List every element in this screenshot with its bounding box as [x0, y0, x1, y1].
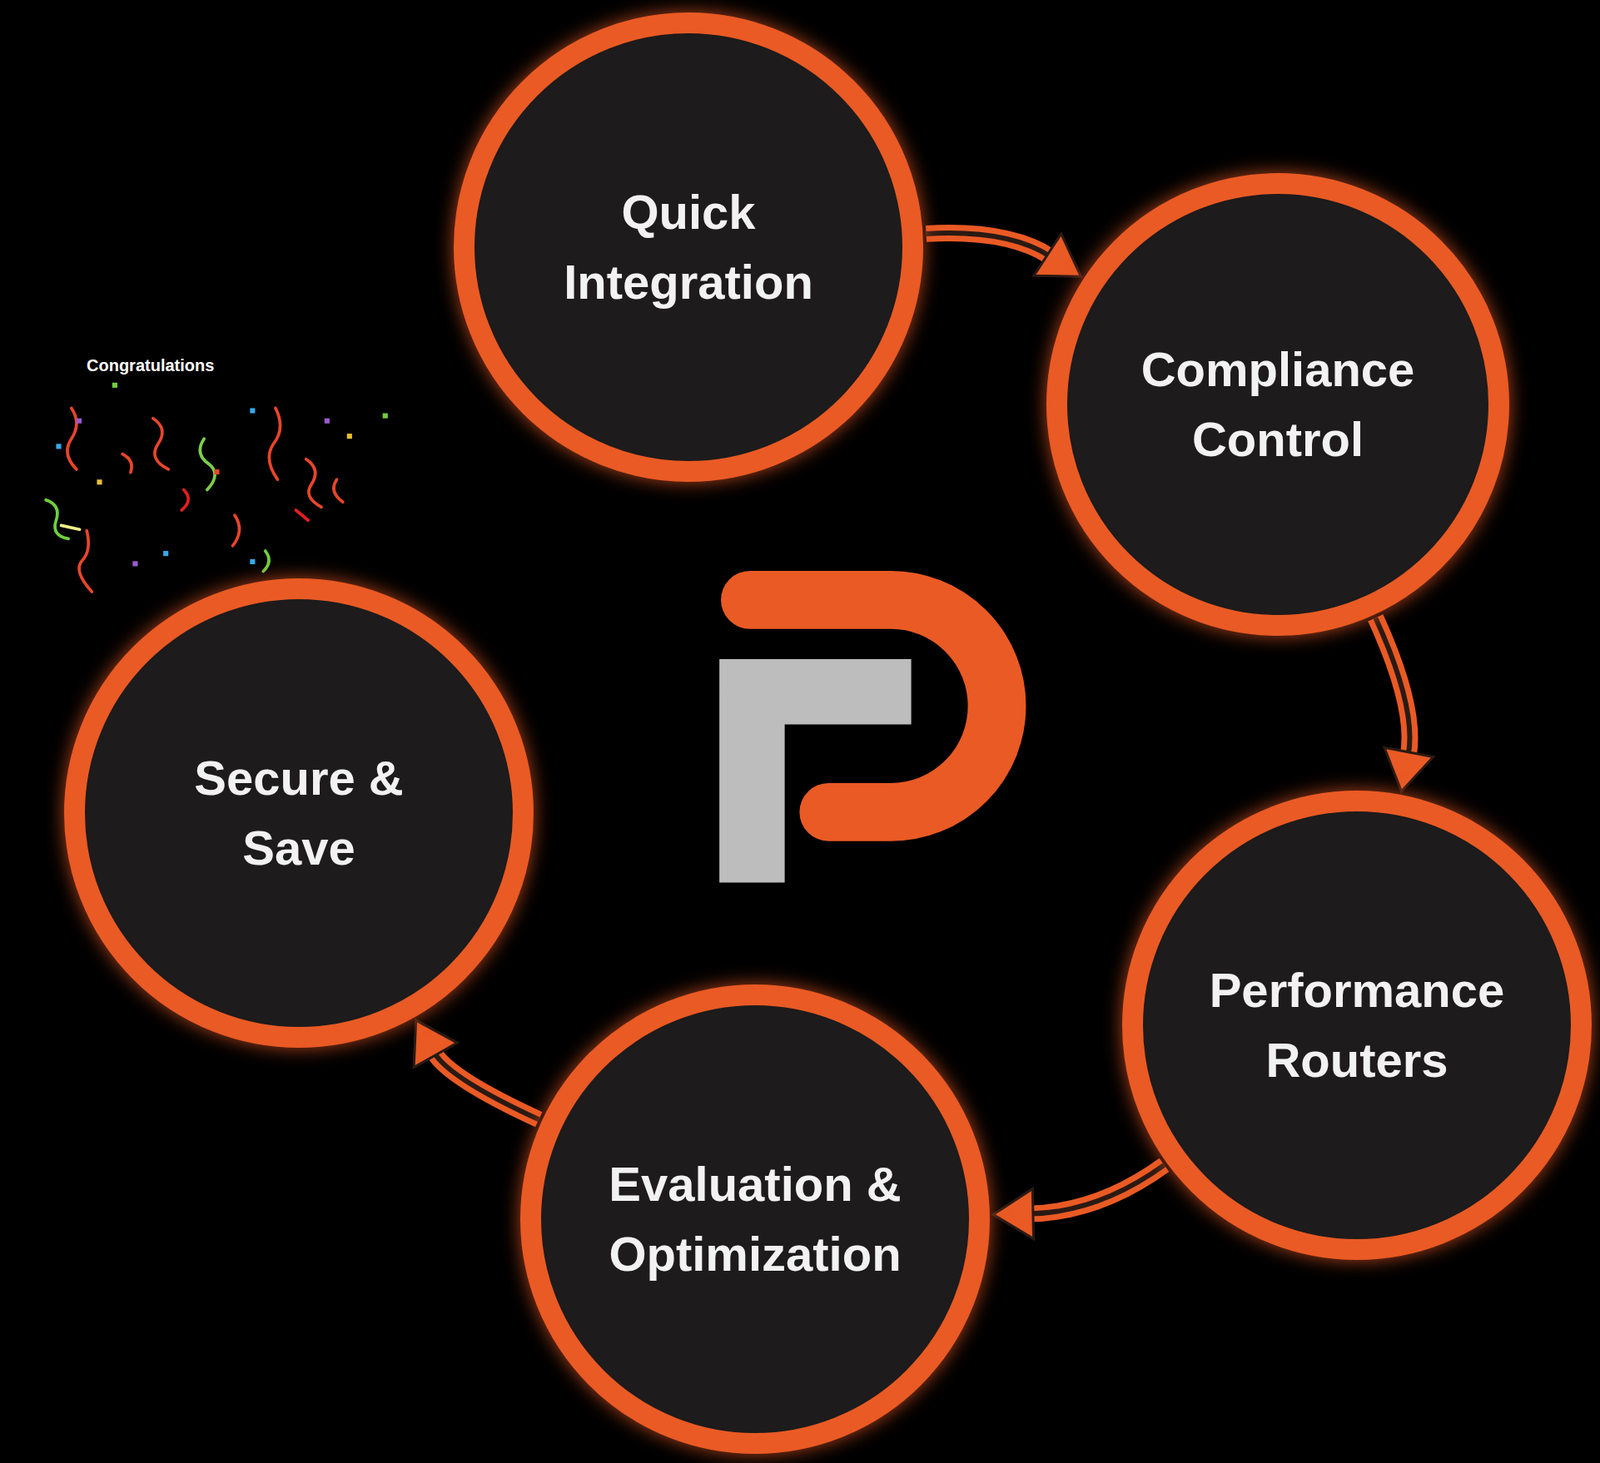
arrow-head [993, 1188, 1034, 1239]
process-circle: Evaluation & Optimization [520, 984, 990, 1455]
arrow-shaft-core [433, 1052, 539, 1120]
arrow-shaft [1375, 617, 1410, 756]
process-circle: Quick Integration [453, 12, 924, 482]
process-circle: Compliance Control [1046, 173, 1510, 637]
node-label: Performance Routers [1186, 955, 1528, 1096]
node-label: Quick Integration [521, 177, 855, 318]
arrow-head [1033, 233, 1082, 277]
note-text: Congratulations [86, 356, 214, 376]
arrow-shaft-core [1375, 617, 1410, 756]
arrow-shaft [1029, 1165, 1165, 1215]
arrow-head [1384, 747, 1434, 792]
flow-arrow [1375, 617, 1434, 792]
arrow-shaft-core [926, 233, 1051, 257]
node-label: Compliance Control [1119, 334, 1437, 475]
confetti [45, 382, 388, 592]
arrow-shaft [433, 1052, 539, 1120]
node-label: Secure & Save [173, 743, 424, 884]
node-label: Evaluation & Optimization [584, 1149, 926, 1290]
logo-gray-corner [751, 691, 911, 883]
arrow-shaft [926, 233, 1051, 257]
process-circle: Secure & Save [64, 578, 534, 1049]
flow-arrow [413, 1020, 539, 1120]
flow-arrow [993, 1165, 1165, 1240]
process-circle: Performance Routers [1122, 790, 1592, 1261]
arrow-shaft-core [1029, 1165, 1165, 1215]
flow-arrow [926, 233, 1082, 277]
arrow-head [413, 1020, 458, 1069]
